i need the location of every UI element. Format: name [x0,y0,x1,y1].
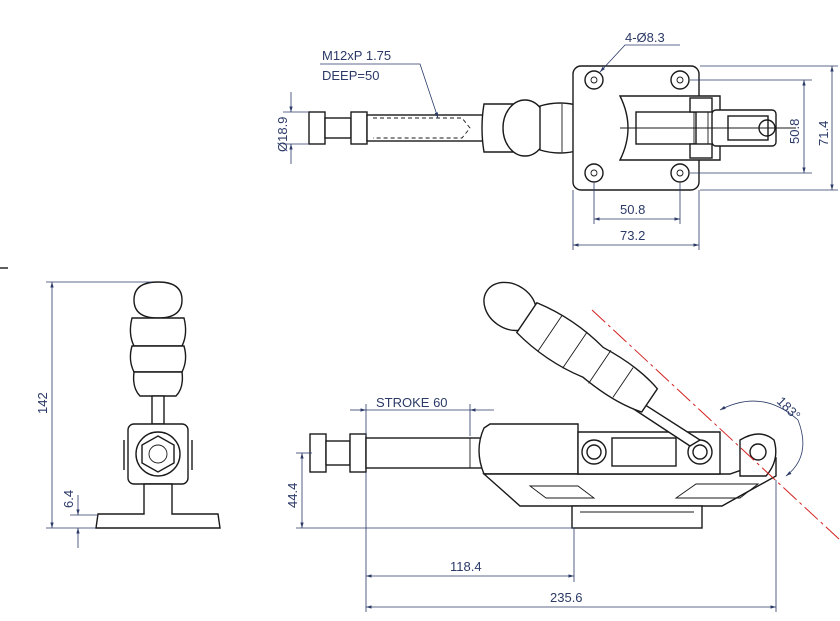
end-thread [148,444,168,464]
rod-nut-2 [350,111,368,145]
hole-spacing-horizontal-label: 50.8 [620,202,645,217]
mount-hole-2 [670,70,690,90]
end-grip-3 [132,371,184,397]
end-knob [133,281,183,319]
thread-hole-hidden [373,117,471,139]
end-bore [135,431,181,477]
base-width-label: 73.2 [620,228,645,243]
rod-nut [308,111,326,145]
side-handle [483,281,659,413]
hole-spacing-vertical-label: 50.8 [787,119,802,144]
side-plunger [365,437,485,469]
stroke-label: STROKE 60 [376,395,448,410]
thread-note-1: M12xP 1.75 [322,48,391,63]
rod-diameter-label: Ø18.9 [275,117,290,152]
side-view: 183° STROKE 60 44.4 118.4 235.6 [285,281,840,612]
side-thread [325,440,351,466]
side-grip-rings [537,314,634,398]
overall-length-label: 235.6 [550,590,583,605]
to-base-label: 118.4 [450,559,482,574]
base-thickness-label: 6.4 [61,490,76,508]
thread-leader [320,63,439,119]
pivot-top [689,97,713,113]
body-slot-2 [674,483,760,499]
end-hex-nut [141,435,175,473]
pivot-1 [581,439,607,465]
side-nut-2 [349,433,367,473]
end-grip-2 [129,345,187,373]
mount-hole-1-center [590,76,598,84]
body-slot-1 [528,485,596,499]
side-nut-1 [309,433,327,473]
end-grip-1 [129,317,187,347]
side-link-arm [611,437,677,467]
plunger-body [366,114,486,142]
side-housing [478,423,579,475]
mount-hole-2-center [676,76,684,84]
rod-height-label: 44.4 [285,483,300,508]
handle-swing-label: 183° [774,394,804,424]
swing-arc [719,400,804,477]
pivot-2-inner [692,444,708,460]
mount-hole-4-center [676,169,684,177]
hole-leader [599,44,680,73]
mount-hole-1 [584,70,604,90]
mount-hole-4 [670,163,690,183]
pivot-1-inner [586,444,602,460]
thread-note-2: DEEP=50 [322,68,379,83]
handle-centerline [591,309,840,541]
pivot-bottom [689,143,713,159]
end-view: 142 6.4 [0,267,221,548]
mount-hole-3-center [590,169,598,177]
side-grip [515,301,659,413]
mount-hole-3 [584,163,604,183]
rod-shaft [324,117,352,139]
hole-note: 4-Ø8.3 [625,30,665,45]
end-stand [95,483,221,529]
overall-height-label: 142 [35,392,50,414]
top-view: M12xP 1.75 DEEP=50 4-Ø8.3 Ø18.9 50.8 71.… [275,30,838,250]
lever-pivot [739,433,777,477]
end-stem [151,395,165,425]
base-height-label: 71.4 [816,121,831,146]
side-base-plate [571,505,703,529]
